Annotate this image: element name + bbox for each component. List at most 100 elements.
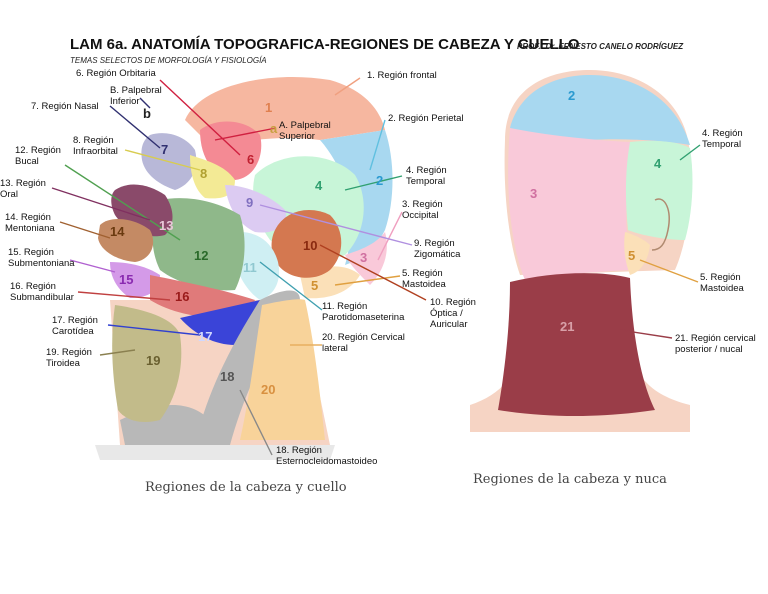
label-l12-line: Bucal xyxy=(15,156,39,167)
leader-r5 xyxy=(639,259,699,283)
num-3: 3 xyxy=(360,250,367,265)
num-8: 8 xyxy=(200,166,207,181)
right-region-parietal xyxy=(510,75,690,145)
leader-14 xyxy=(59,221,111,239)
label-l8-line: 8. Región xyxy=(73,135,114,146)
caption-right: Regiones de la cabeza y nuca xyxy=(473,472,667,487)
num-9: 9 xyxy=(246,195,253,210)
right-num-2: 2 xyxy=(568,88,575,103)
right-region-nuchal xyxy=(498,273,655,416)
leader-1 xyxy=(334,77,361,96)
leader-4 xyxy=(344,175,403,191)
professor-credit: PROF.: Dr. ERNESTO CANELO RODRÍGUEZ xyxy=(517,42,684,51)
label-l14-line: Mentoniana xyxy=(5,223,55,234)
label-r4-line: Temporal xyxy=(702,139,741,150)
label-l2: 2. Región Perietal xyxy=(388,113,464,124)
label-r21-line: 21. Región cervical xyxy=(675,333,756,344)
label-l10-line: 10. Región xyxy=(430,297,476,308)
leader-13 xyxy=(51,187,151,221)
label-l13-line: Oral xyxy=(0,189,18,200)
left-leader-lines xyxy=(51,77,427,456)
label-l12-line: 12. Región xyxy=(15,145,61,156)
right-num-4: 4 xyxy=(654,156,662,171)
leader-16 xyxy=(77,291,171,301)
label-l19-line: Tiroidea xyxy=(46,358,81,369)
label-l19-line: 19. Región xyxy=(46,347,92,358)
label-l6: 6. Región Orbitaria xyxy=(76,68,156,79)
num-7: 7 xyxy=(161,142,168,157)
label-l1-line: 1. Región frontal xyxy=(367,70,437,81)
leader-17 xyxy=(107,324,201,336)
num-13: 13 xyxy=(159,218,173,233)
region-thyroid xyxy=(112,305,182,422)
label-l3-line: 3. Región xyxy=(402,199,443,210)
num-17: 17 xyxy=(198,329,212,344)
left-head-figure: 1 2 3 4 5 6 7 8 9 10 11 12 13 14 15 16 1… xyxy=(51,76,427,460)
label-lB-line: Inferior xyxy=(110,96,140,107)
label-lA-line: Superior xyxy=(279,131,315,142)
leader-7 xyxy=(109,105,161,149)
right-head-figure: 2 3 4 5 21 xyxy=(470,70,701,432)
label-l18-line: 18. Región xyxy=(276,445,322,456)
label-l17-line: 17. Región xyxy=(52,315,98,326)
label-l15-line: Submentoniana xyxy=(8,258,75,269)
label-l20-line: 20. Región Cervical xyxy=(322,332,405,343)
left-shoulder-shadow xyxy=(95,445,335,460)
label-l18-line: Esternocleidomastoideo xyxy=(276,456,377,467)
region-cervical-lateral xyxy=(240,299,325,440)
label-l16-line: Submandibular xyxy=(10,292,74,303)
caption-left: Regiones de la cabeza y cuello xyxy=(145,480,347,495)
num-12: 12 xyxy=(194,248,208,263)
label-l11-line: 11. Región xyxy=(322,301,367,312)
num-2: 2 xyxy=(376,173,383,188)
num-10: 10 xyxy=(303,238,317,253)
label-l8-line: Infraorbital xyxy=(73,146,118,157)
right-ear xyxy=(651,198,670,251)
label-lB-line: B. Palpebral xyxy=(110,85,162,96)
label-lA-line: A. Palpebral xyxy=(279,120,331,131)
region-occipital xyxy=(345,232,387,285)
leader-5 xyxy=(334,275,401,286)
label-l6-line: 6. Región Orbitaria xyxy=(76,68,156,79)
label-l15-line: 15. Región xyxy=(8,247,54,258)
leader-12 xyxy=(64,164,181,241)
label-r21-line: posterior / nucal xyxy=(675,344,743,355)
label-l5-line: 5. Región xyxy=(402,268,443,279)
label-l20-line: lateral xyxy=(322,343,348,354)
region-auricular xyxy=(271,210,342,278)
leader-r21 xyxy=(619,329,673,339)
page-title: LAM 6a. ANATOMÍA TOPOGRAFICA-REGIONES DE… xyxy=(70,36,580,53)
right-region-numbers: 2 3 4 5 21 xyxy=(530,88,662,334)
num-4: 4 xyxy=(315,178,323,193)
leader-19 xyxy=(99,349,136,356)
num-15: 15 xyxy=(119,272,133,287)
region-buccal xyxy=(152,198,245,291)
left-region-numbers: 1 2 3 4 5 6 7 8 9 10 11 12 13 14 15 16 1… xyxy=(110,100,383,397)
label-l1: 1. Región frontal xyxy=(367,70,437,81)
num-14: 14 xyxy=(110,224,125,239)
label-l11-line: Parotidomaseterina xyxy=(322,312,405,323)
leader-B xyxy=(139,97,151,109)
label-l16-line: 16. Región xyxy=(10,281,56,292)
num-1: 1 xyxy=(265,100,272,115)
num-16: 16 xyxy=(175,289,189,304)
num-b: b xyxy=(143,106,151,121)
label-l9-line: 9. Región xyxy=(414,238,455,249)
